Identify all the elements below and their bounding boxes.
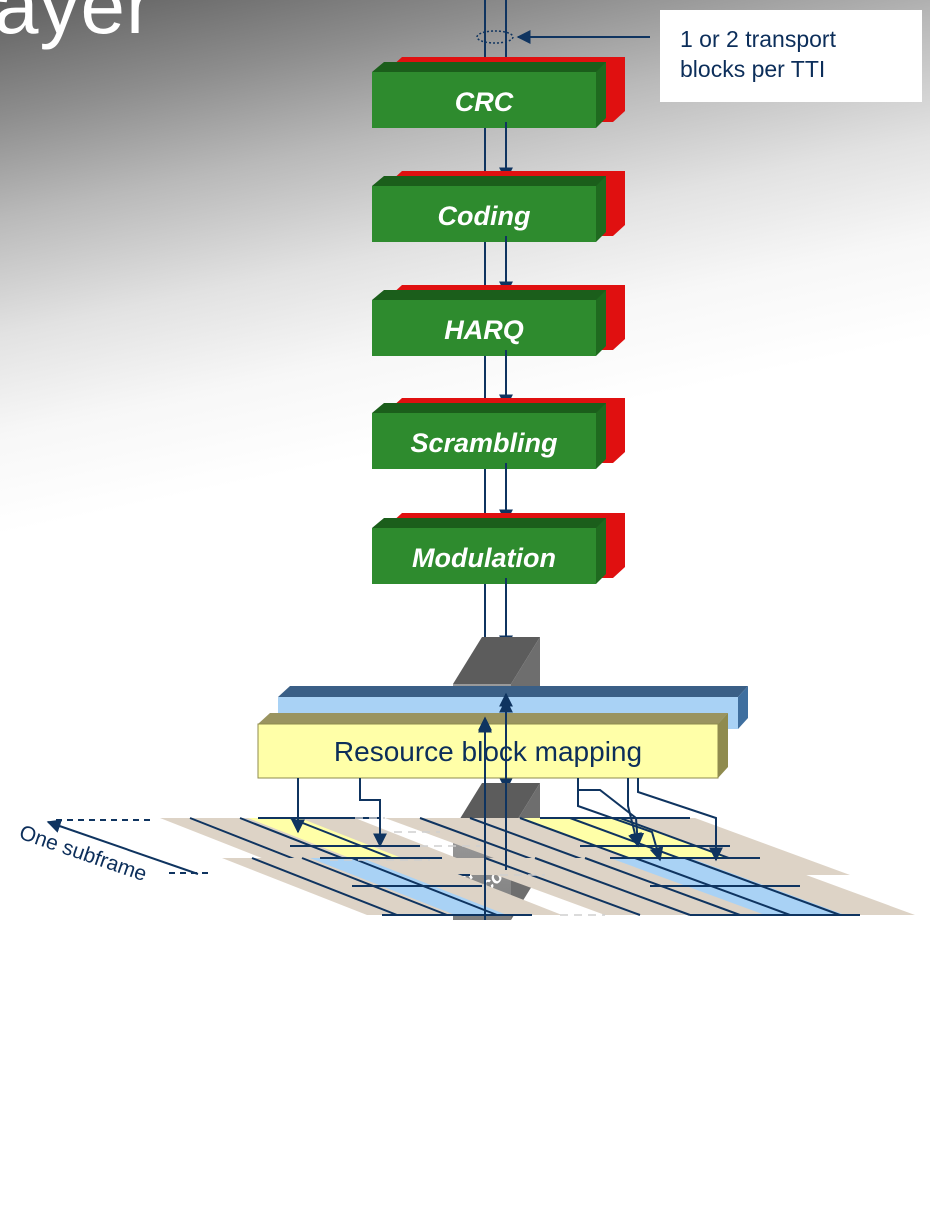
coding-label: Coding	[438, 201, 531, 231]
harq-block: HARQ	[372, 285, 625, 356]
crc-block: CRC	[372, 57, 625, 128]
mapping-to-grid-arrows	[291, 778, 723, 862]
crc-label: CRC	[455, 87, 514, 117]
modulation-block: Modulation	[372, 513, 625, 584]
grid-dashed-guides	[330, 817, 605, 916]
modulation-label: Modulation	[412, 543, 556, 573]
resource-block-mapping: Resource block mapping	[257, 686, 748, 779]
coding-block: Coding	[372, 171, 625, 242]
transport-block-callout: 1 or 2 transport blocks per TTI	[660, 10, 922, 102]
resource-grid-slot1-lower	[222, 857, 562, 916]
harq-label: HARQ	[444, 315, 524, 345]
scrambling-label: Scrambling	[410, 428, 558, 458]
resource-block-mapping-label: Resource block mapping	[334, 736, 642, 767]
resource-grid-slot2-lower	[450, 857, 915, 916]
slide-title-fragment: ayer	[0, 0, 154, 50]
callout-text: 1 or 2 transport blocks per TTI	[680, 26, 836, 82]
scrambling-block: Scrambling	[372, 398, 625, 469]
